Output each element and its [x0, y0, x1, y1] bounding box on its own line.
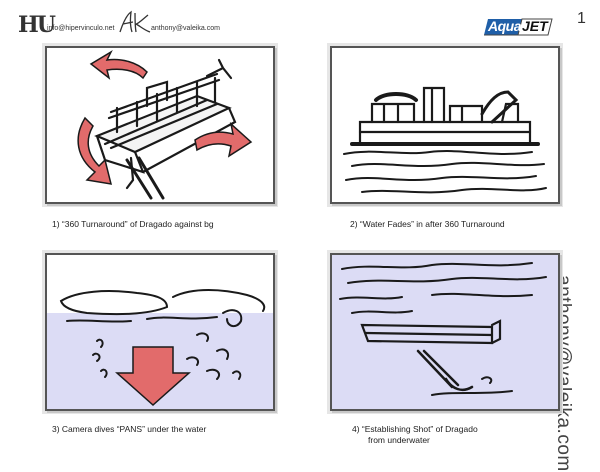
red-arrows	[77, 50, 253, 185]
page-number: 1	[577, 10, 586, 27]
signature-icon	[118, 10, 152, 39]
caption-frame-3: 3) Camera dives “PANS” under the water	[52, 424, 207, 434]
caption-frame-4-line2: from underwater	[368, 435, 430, 445]
storyboard-frame-1	[45, 46, 275, 204]
brand-aqua: Aqua	[488, 18, 522, 34]
hu-logo-icon: HU	[18, 12, 56, 38]
surface-strokes-3	[59, 289, 266, 380]
caption-frame-1: 1) “360 Turnaround” of Dragado against b…	[52, 219, 214, 229]
storyboard-frame-3	[45, 253, 275, 411]
seabed-strokes	[431, 376, 513, 396]
arrow-bottom-left	[77, 116, 113, 185]
arrow-right	[194, 121, 253, 158]
arrow-top-left	[89, 50, 148, 80]
boat-hull-underside	[360, 319, 502, 345]
water-strokes-2	[343, 150, 547, 194]
storyboard-frame-2	[330, 46, 560, 204]
boat-sketch-2	[350, 86, 540, 146]
rudder-sketch	[416, 349, 474, 391]
caption-frame-4: 4) “Establishing Shot” of Dragado	[352, 424, 478, 434]
storyboard-frame-4	[330, 253, 560, 411]
caption-frame-2: 2) “Water Fades” in after 360 Turnaround	[350, 219, 505, 229]
email-left: info@hipervinculo.net	[47, 25, 115, 32]
surface-strokes-4	[339, 262, 547, 314]
page-header: HU info@hipervinculo.net anthony@valeika…	[0, 0, 600, 40]
aquajet-logo-icon: Aqua JET	[482, 17, 554, 37]
boat-sketch-1	[94, 58, 237, 200]
down-arrow-icon	[115, 346, 191, 407]
email-right: anthony@valeika.com	[151, 25, 220, 32]
brand-jet: JET	[522, 18, 548, 34]
